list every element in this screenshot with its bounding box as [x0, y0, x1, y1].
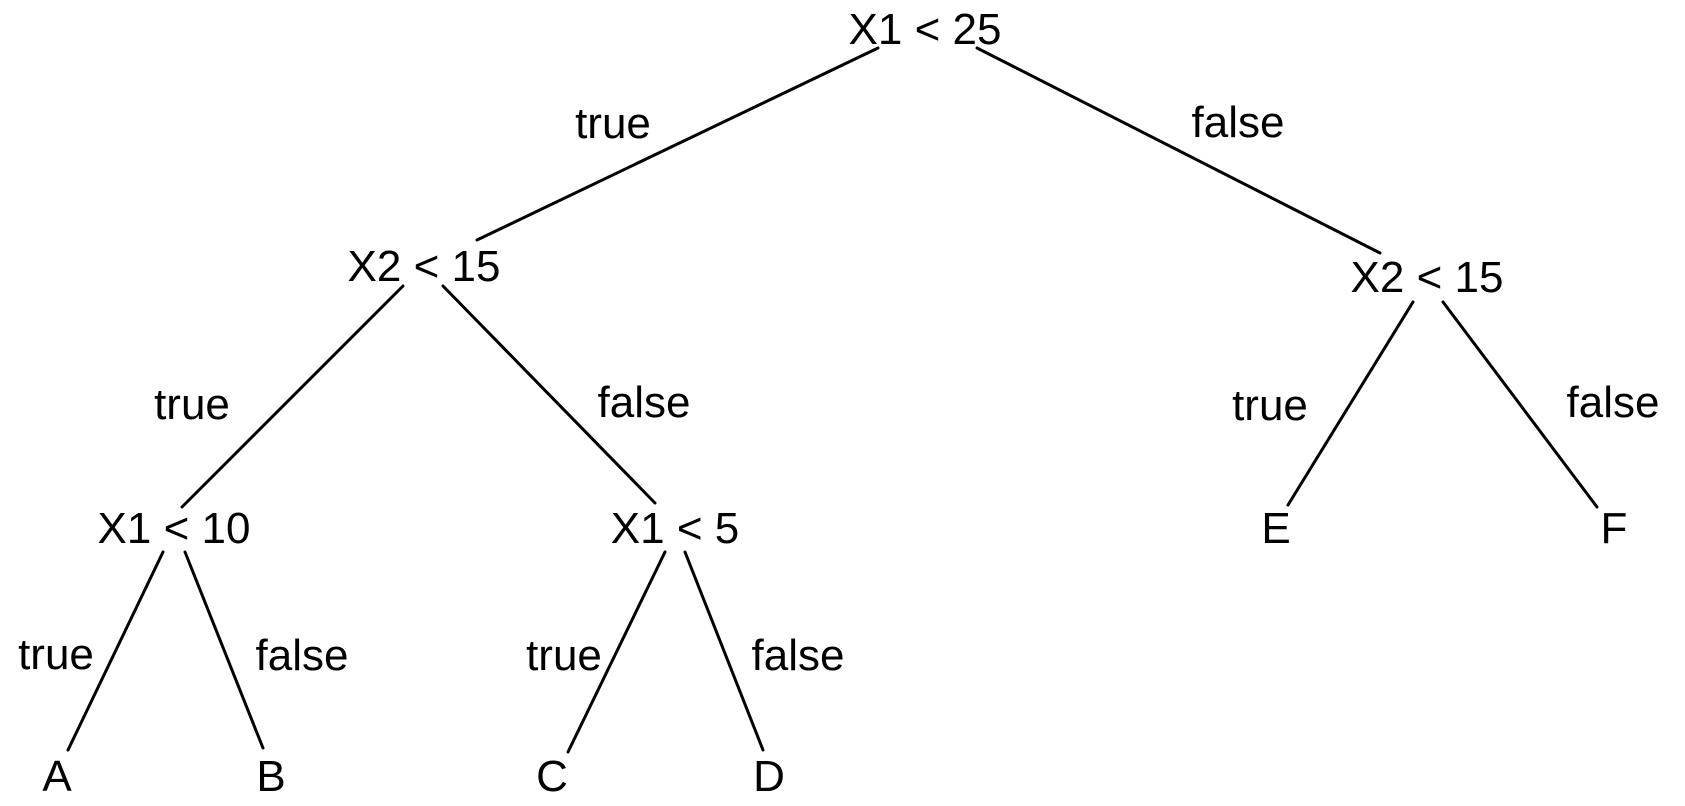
- edge-label-ll-false: false: [256, 631, 349, 680]
- node-right-label: X2 < 15: [1351, 253, 1504, 302]
- edge-label-lr-false: false: [752, 631, 845, 680]
- leaf-b-label: B: [256, 752, 285, 801]
- edge-label-right-true: true: [1232, 381, 1308, 430]
- edge-label-lr-true: true: [526, 631, 602, 680]
- edge-leftleft-to-a: [66, 550, 165, 752]
- edge-left-to-leftleft: [180, 284, 405, 509]
- edge-leftright-to-d: [683, 550, 765, 752]
- node-leftright-label: X1 < 5: [611, 504, 739, 553]
- edge-label-ll-true: true: [18, 630, 94, 679]
- node-root-label: X1 < 25: [849, 5, 1002, 54]
- edge-root-to-right: [975, 46, 1382, 255]
- edge-left-to-leftright: [441, 284, 657, 505]
- node-left-label: X2 < 15: [348, 242, 501, 291]
- node-leftleft-label: X1 < 10: [98, 504, 251, 553]
- edge-label-left-false: false: [598, 378, 691, 427]
- edge-label-left-true: true: [154, 380, 230, 429]
- edge-leftright-to-c: [566, 550, 667, 754]
- leaf-f-label: F: [1601, 504, 1628, 553]
- edge-right-to-f: [1441, 300, 1599, 509]
- edge-label-right-false: false: [1567, 378, 1660, 427]
- leaf-a-label: A: [42, 752, 72, 801]
- edge-leftleft-to-b: [183, 550, 265, 750]
- leaf-c-label: C: [536, 752, 568, 801]
- edge-right-to-e: [1286, 300, 1415, 507]
- edge-label-root-left: true: [575, 99, 651, 148]
- leaf-e-label: E: [1261, 504, 1290, 553]
- edge-root-to-left: [475, 46, 880, 242]
- leaf-d-label: D: [753, 752, 785, 801]
- edge-label-root-right: false: [1192, 98, 1285, 147]
